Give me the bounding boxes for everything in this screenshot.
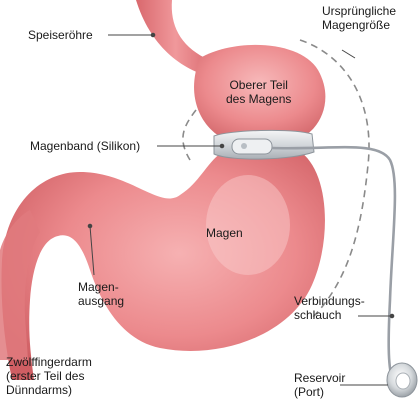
label-tube: Verbindungs- schlauch — [294, 294, 365, 322]
leader-pylorus — [89, 225, 95, 276]
label-original-size: Ursprüngliche Magengröße — [322, 4, 397, 32]
connecting-tube — [271, 145, 397, 379]
label-duodenum: Zwölffingerdarm (erster Teil des Dünndar… — [6, 355, 92, 397]
original-size-outline-left — [182, 109, 197, 161]
leader-original-size — [341, 49, 356, 59]
label-upper-stomach: Oberer Teil des Magens — [226, 78, 292, 106]
label-gastric-band: Magenband (Silikon) — [30, 139, 141, 153]
label-stomach: Magen — [206, 226, 243, 240]
label-reservoir: Reservoir (Port) — [294, 371, 346, 399]
stomach-body — [1, 150, 325, 380]
upper-stomach-pouch — [194, 44, 326, 140]
label-pylorus: Magen- ausgang — [78, 280, 125, 308]
label-esophagus: Speiseröhre — [28, 28, 93, 42]
band-buckle — [231, 138, 273, 155]
esophagus — [136, 0, 215, 78]
duodenum — [0, 210, 40, 360]
